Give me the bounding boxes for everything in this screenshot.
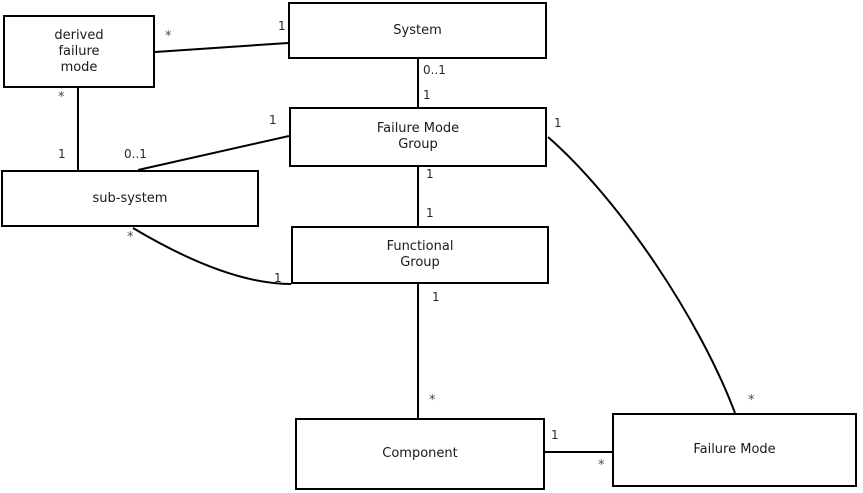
multiplicity-label: 0..1 — [423, 63, 446, 77]
multiplicity-label: 1 — [551, 428, 559, 442]
multiplicity-label: 1 — [432, 290, 440, 304]
multiplicity-label: 1 — [426, 167, 434, 181]
multiplicity-label: * — [429, 393, 436, 408]
multiplicity-label: * — [598, 458, 605, 473]
multiplicity-label: * — [58, 90, 65, 105]
class-label-functional-group: Functional Group — [386, 239, 454, 270]
multiplicity-label: * — [127, 230, 134, 245]
association-derived-failure-mode--system — [154, 42, 289, 53]
multiplicity-label: 1 — [554, 116, 562, 130]
class-box-system[interactable]: System — [288, 2, 547, 59]
class-label-derived-failure-mode: derived failure mode — [54, 27, 104, 75]
multiplicity-label: 1 — [58, 147, 66, 161]
class-label-failure-mode: Failure Mode — [693, 442, 776, 457]
association-sub-system--failure-mode-group — [137, 135, 290, 171]
class-box-failure-mode-group[interactable]: Failure Mode Group — [289, 107, 547, 167]
multiplicity-label: 1 — [274, 271, 282, 285]
association-failure-mode-group--failure-mode — [547, 136, 736, 414]
class-box-derived-failure-mode[interactable]: derived failure mode — [3, 15, 155, 88]
class-label-component: Component — [382, 446, 458, 461]
class-box-sub-system[interactable]: sub-system — [1, 170, 259, 227]
class-box-component[interactable]: Component — [295, 418, 545, 490]
class-label-failure-mode-group: Failure Mode Group — [376, 121, 460, 152]
multiplicity-label: 0..1 — [124, 147, 147, 161]
multiplicity-label: 1 — [426, 206, 434, 220]
multiplicity-label: * — [165, 29, 172, 44]
multiplicity-label: 1 — [423, 88, 431, 102]
multiplicity-label: * — [748, 393, 755, 408]
class-label-system: System — [393, 22, 442, 38]
class-label-sub-system: sub-system — [92, 190, 168, 206]
class-box-functional-group[interactable]: Functional Group — [291, 226, 549, 284]
class-box-failure-mode[interactable]: Failure Mode — [612, 413, 857, 487]
multiplicity-label: 1 — [269, 113, 277, 127]
association-sub-system--functional-group — [132, 227, 292, 285]
multiplicity-label: 1 — [278, 19, 286, 33]
